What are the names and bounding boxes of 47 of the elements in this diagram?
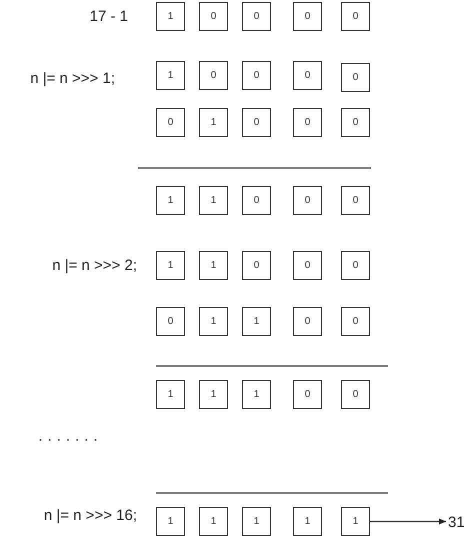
bit-cell: 1: [156, 507, 185, 536]
bit-cell: 0: [293, 307, 322, 336]
bit-cell: 1: [156, 251, 185, 280]
bit-cell: 0: [242, 2, 271, 31]
code-label: n |= n >>> 1;: [30, 70, 115, 87]
bit-cell: 1: [199, 186, 228, 215]
arrow: [370, 518, 446, 524]
bit-cell: 1: [156, 2, 185, 31]
bit-cell: 1: [199, 307, 228, 336]
bit-cell: 0: [341, 2, 370, 31]
bit-cell: 0: [242, 251, 271, 280]
bit-cell: 1: [156, 380, 185, 409]
bit-cell: 0: [341, 307, 370, 336]
bit-cell: 0: [293, 186, 322, 215]
bit-cell: 0: [293, 380, 322, 409]
bit-cell: 0: [341, 251, 370, 280]
bit-cell: 0: [156, 108, 185, 137]
result-value: 31: [448, 514, 465, 531]
bit-cell: 0: [199, 61, 228, 90]
bit-cell: 0: [293, 251, 322, 280]
bit-cell: 0: [199, 2, 228, 31]
bit-cell: 1: [156, 186, 185, 215]
bit-cell: 1: [199, 380, 228, 409]
bit-cell: 1: [242, 380, 271, 409]
bit-cell: 0: [341, 108, 370, 137]
bit-cell: 1: [199, 108, 228, 137]
bit-cell: 1: [199, 507, 228, 536]
bit-cell: 1: [156, 61, 185, 90]
bit-cell: 1: [242, 507, 271, 536]
bit-cell: 0: [341, 186, 370, 215]
bit-cell: 1: [242, 307, 271, 336]
code-label: 17 - 1: [90, 8, 128, 25]
bit-cell: 0: [242, 186, 271, 215]
bit-cell: 0: [293, 2, 322, 31]
bit-cell: 0: [293, 108, 322, 137]
code-label: n |= n >>> 16;: [44, 507, 137, 524]
bit-cell: 1: [199, 251, 228, 280]
bit-cell: 0: [242, 61, 271, 90]
bit-cell: 0: [156, 307, 185, 336]
bit-cell: 0: [341, 380, 370, 409]
code-label: n |= n >>> 2;: [52, 257, 137, 274]
ellipsis-dots: · · · · · · ·: [38, 431, 98, 448]
bit-cell: 0: [293, 61, 322, 90]
bit-cell: 0: [341, 63, 370, 92]
bit-cell: 1: [341, 507, 370, 536]
bit-cell: 1: [293, 507, 322, 536]
bit-cell: 0: [242, 108, 271, 137]
